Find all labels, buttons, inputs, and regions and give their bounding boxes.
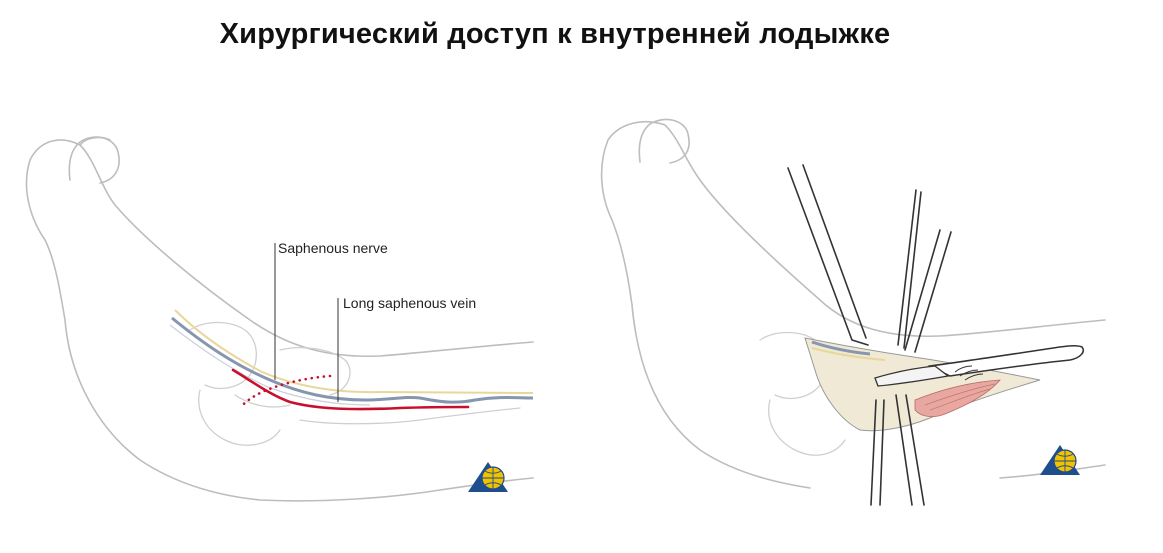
saphenous-vein-path <box>811 340 871 356</box>
page-title: Хирургический доступ к внутренней лодыжк… <box>219 18 891 50</box>
incision-line <box>231 368 470 411</box>
long-saphenous-vein-label: Long saphenous vein <box>343 295 477 311</box>
bone-outline <box>189 321 257 389</box>
saphenous-nerve-path <box>811 347 886 361</box>
saphenous-nerve-path <box>174 309 534 394</box>
bone-outline <box>198 389 281 446</box>
scalpel-instrument <box>874 345 1084 387</box>
bone-outline <box>234 394 291 408</box>
retractor-instrument <box>787 164 952 506</box>
toe-outline <box>638 118 690 164</box>
foot-outline <box>25 139 534 502</box>
muscle-fiber <box>924 383 996 411</box>
bone-outline <box>768 399 846 456</box>
saphenous-vein-path <box>171 316 534 404</box>
bone-outline <box>279 347 351 396</box>
foot-outline <box>600 120 1106 489</box>
bone-outline <box>299 407 521 425</box>
saphenous-nerve-label: Saphenous nerve <box>278 240 388 256</box>
toe-outline <box>79 136 111 146</box>
globe-triangle-icon <box>1040 445 1080 475</box>
globe-triangle-icon <box>468 462 508 492</box>
surgical-wound <box>804 337 1041 432</box>
left-ankle-illustration <box>25 136 534 502</box>
